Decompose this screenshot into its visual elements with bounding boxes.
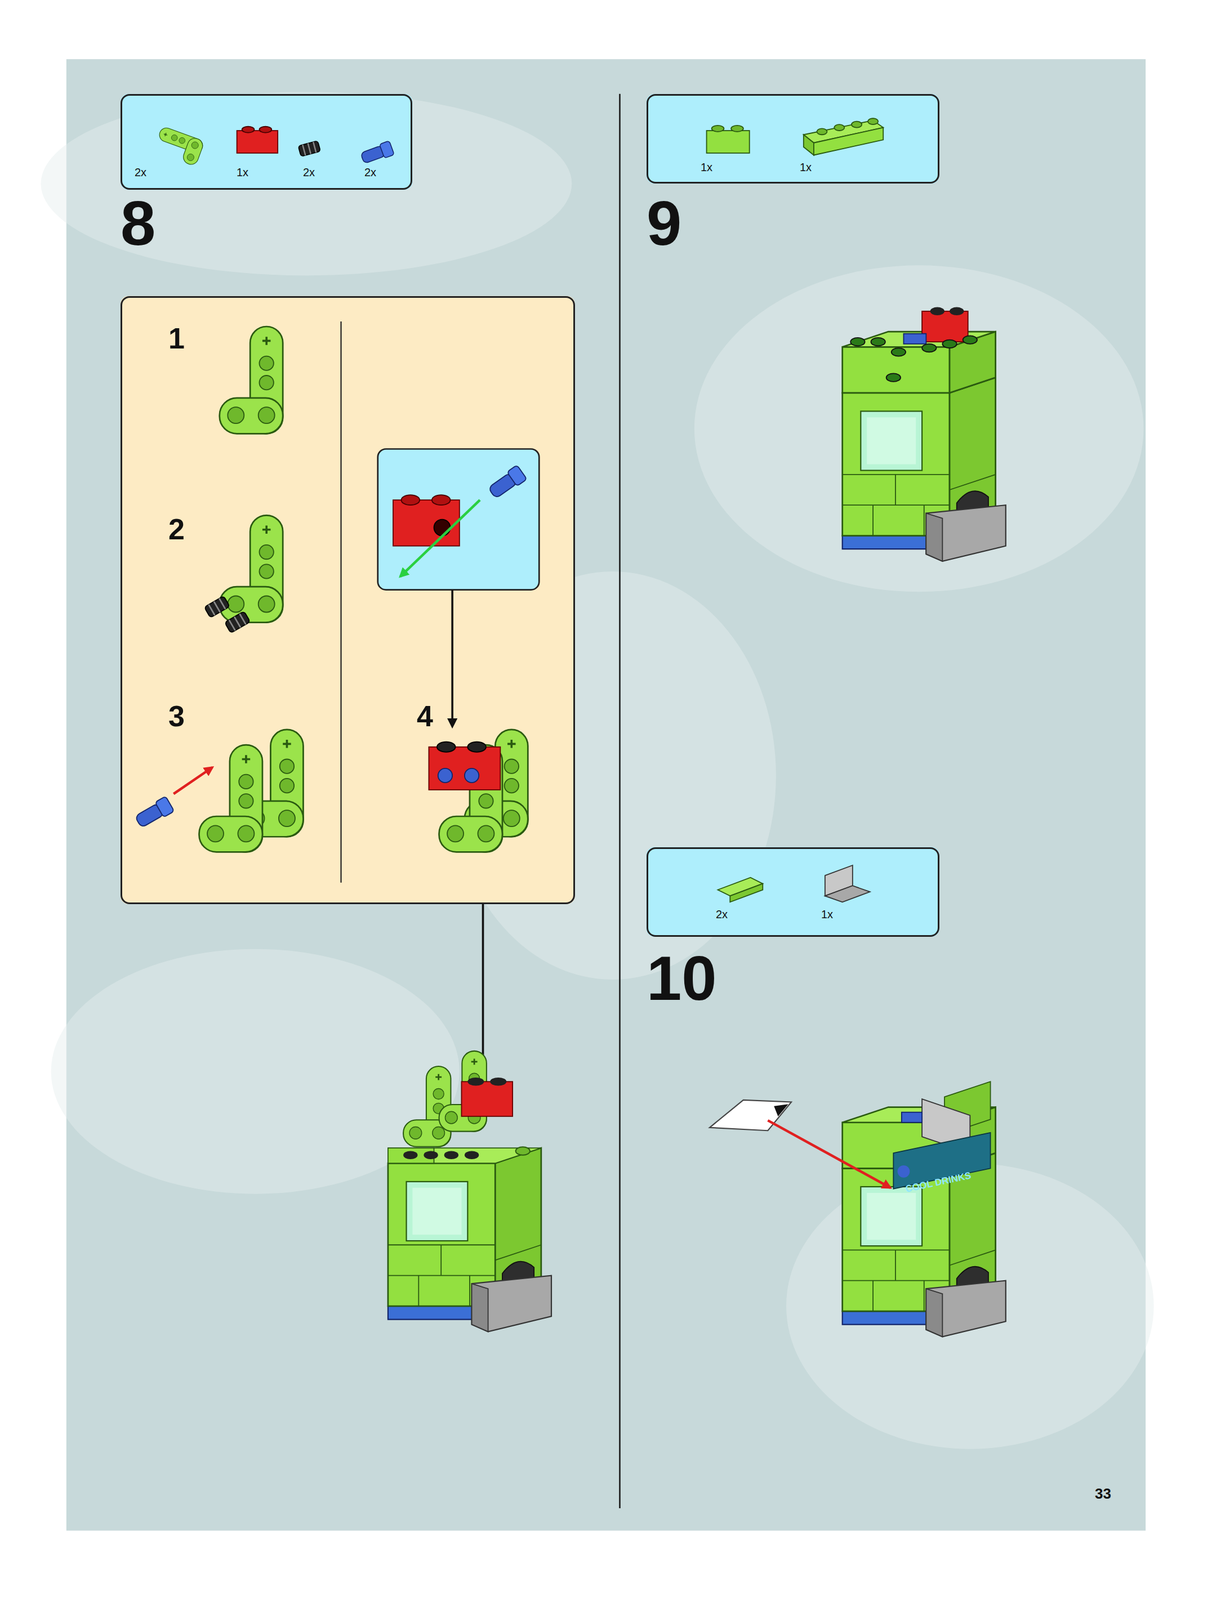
subassembly-panel: 1 2 3 4 (120, 296, 576, 905)
substep-number: 2 (168, 514, 185, 545)
parts-step8 (153, 126, 395, 167)
page-divider (618, 94, 621, 1509)
parts-list-box: 2x 1x 2x 2x (120, 94, 413, 190)
substep-number: 3 (168, 701, 185, 732)
model-step8 (388, 1051, 552, 1332)
parts-step10 (718, 865, 871, 903)
substep-number: 4 (416, 701, 434, 732)
subassembly-illustrations (133, 326, 539, 853)
subassembly-fill (120, 296, 576, 905)
panel-divider (340, 321, 342, 884)
part-count: 2x (303, 166, 315, 178)
sticker-callout (709, 1100, 891, 1189)
part-count: 1x (700, 161, 713, 173)
part-count: 2x (364, 166, 377, 178)
parts-list-box: 1x 1x (646, 94, 940, 184)
page-number: 33 (1094, 1486, 1112, 1502)
parts-list-box: 2x 1x (646, 847, 940, 938)
substep-number: 1 (168, 323, 185, 354)
part-count: 1x (821, 909, 833, 921)
step-number: 10 (646, 947, 717, 1011)
parts-step9 (706, 118, 884, 155)
ground-texture (41, 91, 1154, 1450)
part-count: 2x (715, 909, 728, 921)
parts-box-fill (646, 94, 940, 185)
parts-box-fill (646, 847, 940, 938)
part-count: 1x (236, 166, 249, 178)
step-number: 8 (120, 192, 156, 256)
part-count: 1x (799, 161, 812, 173)
model-step10 (842, 1081, 1006, 1338)
parts-box-fill (120, 94, 413, 190)
model-step9 (842, 307, 1006, 562)
part-count: 2x (134, 166, 147, 178)
step-number: 9 (646, 192, 682, 256)
page-ground (66, 59, 1146, 1532)
